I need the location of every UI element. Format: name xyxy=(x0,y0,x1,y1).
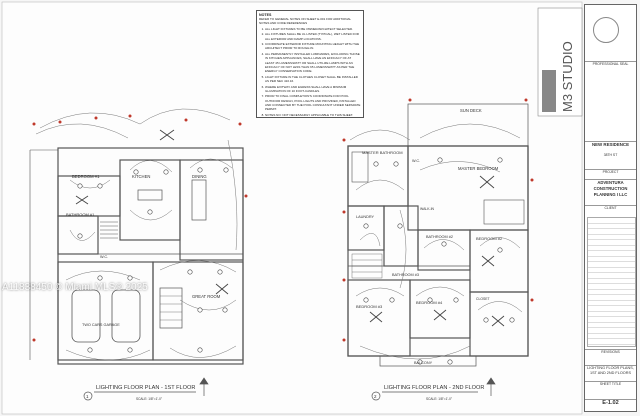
label-bathroom-2: BATHROOM #2 xyxy=(426,235,453,239)
label-bedroom-3: BEDROOM #3 xyxy=(356,304,383,309)
title-block: PROFESSIONAL SEAL NEW RESIDENCE 38TH ST … xyxy=(584,4,637,412)
note-item: PRIOR TO FINAL COMPLETION'S COORDINATE F… xyxy=(265,94,361,111)
revisions-label: REVISIONS xyxy=(585,349,636,356)
second-floor-plan xyxy=(347,103,529,367)
label-sun-deck: SUN DECK xyxy=(460,108,482,113)
plan-scale-first: SCALE: 1/8"=1'-0" xyxy=(136,397,162,401)
plan-title-second: LIGHTING FLOOR PLAN - 2ND FLOOR xyxy=(384,385,484,391)
note-item: LIGHT FIXTURE IN THE CLOTHES CLOSET SHAL… xyxy=(265,75,361,83)
second-floor-exterior-lights xyxy=(342,98,534,342)
label-bathroom-3: BATHROOM #3 xyxy=(392,273,419,277)
label-wc-second: W.C. xyxy=(412,159,420,163)
plan-title-first: LIGHTING FLOOR PLAN - 1ST FLOOR xyxy=(96,385,195,391)
label-bedroom-4: BEDROOM #4 xyxy=(416,300,443,305)
project-address: 38TH ST xyxy=(603,153,618,157)
label-master-bathroom: MASTER BATHROOM xyxy=(362,150,403,155)
project-label: PROJECT xyxy=(585,169,636,176)
sheet-title-label: SHEET TITLE xyxy=(585,381,636,388)
notes-list: ALL LIGHT FIXTURES TO BE OWNER/ARCHITECT… xyxy=(265,27,361,117)
label-closet: CLOSET xyxy=(476,297,490,301)
second-floor-fans xyxy=(369,175,505,327)
revision-grid xyxy=(587,217,636,347)
note-item: ALL PERMANENTLY INSTALLED LUMINAIRES, EX… xyxy=(265,52,361,73)
firm-logo-text: M3 STUDIO xyxy=(560,41,575,112)
notes-intro: REFER TO GENERAL NOTES ON SHEET E-001 FO… xyxy=(259,17,351,26)
client-name: ADVENTURA CONSTRUCTION PLANNING I LLC xyxy=(585,179,636,204)
sheet-number: E-1.02 xyxy=(585,399,636,412)
second-floor-circuits xyxy=(349,123,523,360)
first-floor-fixtures xyxy=(77,167,229,353)
label-balcony: BALCONY xyxy=(414,361,433,365)
notes-title: NOTES xyxy=(259,13,272,17)
note-item: WHERE EXITWAY AND EGRESS SHALL HAVE A MI… xyxy=(265,85,361,93)
plan-scale-second: SCALE: 1/8"=1'-0" xyxy=(426,397,452,401)
label-master-bedroom: MASTER BEDROOM xyxy=(458,166,499,171)
label-dining: DINING xyxy=(192,174,207,179)
label-garage: TWO CARS GARAGE xyxy=(82,323,120,327)
note-item: ALL LIGHT FIXTURES TO BE OWNER/ARCHITECT… xyxy=(265,27,361,31)
firm-logo-block: M3 STUDIO xyxy=(537,7,583,117)
label-bedroom-2: BEDROOM #2 xyxy=(476,236,503,241)
plan-number-2: 2 xyxy=(374,394,377,399)
first-floor-exterior-lights xyxy=(32,114,248,342)
label-kitchen: KITCHEN xyxy=(132,174,150,179)
general-notes-box: NOTES REFER TO GENERAL NOTES ON SHEET E-… xyxy=(256,10,364,118)
mls-watermark: A11838450 © Miami MLS® 2025 xyxy=(2,282,148,293)
first-floor-plan xyxy=(29,147,244,365)
label-wc-first: W.C. xyxy=(100,255,108,259)
label-bathroom-1: BATHROOM #1 xyxy=(66,212,95,217)
sheet-title: LIGHTING FLOOR PLANS, 1ST AND 2ND FLOORS xyxy=(585,365,636,380)
label-walk-in: WALK-IN xyxy=(420,207,435,211)
note-item: NOTES NO: NOT NECESSARILY APPLICABLE TO … xyxy=(265,113,361,117)
seal-stamp xyxy=(593,17,619,43)
note-item: ALL FIXTURES SHALL BE UL LISTED (TYPICAL… xyxy=(265,32,361,40)
label-great-room: GREAT ROOM xyxy=(192,294,221,299)
first-floor-circuits xyxy=(35,108,238,361)
plan-title-bars xyxy=(83,377,496,401)
seal-label: PROFESSIONAL SEAL xyxy=(585,61,636,68)
client-label: CLIENT xyxy=(585,205,636,212)
plan-number-1: 1 xyxy=(86,394,89,399)
second-floor-fixtures xyxy=(363,157,515,365)
first-floor-fans xyxy=(75,129,229,295)
label-laundry: LAUNDRY xyxy=(356,215,375,219)
note-item: COORDINATE EXTERIOR FIXTURE MOUNTING HEI… xyxy=(265,42,361,50)
label-bedroom-1: BEDROOM #1 xyxy=(72,174,100,179)
project-header: NEW RESIDENCE xyxy=(585,141,636,152)
